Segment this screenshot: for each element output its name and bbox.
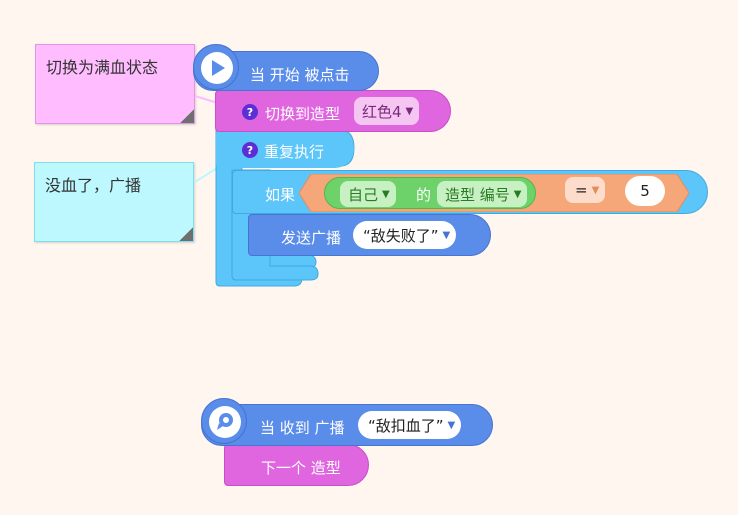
sprite-dropdown[interactable]: 自己 ▼ xyxy=(340,181,396,207)
help-icon[interactable]: ? xyxy=(242,142,258,158)
chevron-down-icon: ▼ xyxy=(513,188,522,200)
receive-message-dropdown[interactable]: “敌扣血了” ▼ xyxy=(358,411,462,439)
play-icon-glyph xyxy=(212,60,225,76)
hat-label: 当 开始 被点击 xyxy=(250,66,350,84)
sprite-dropdown-value: 自己 xyxy=(348,185,379,204)
of-label: 的 xyxy=(416,186,432,204)
chevron-down-icon: ▼ xyxy=(442,229,451,241)
comment-broadcast-note[interactable]: 没血了，广播 xyxy=(34,162,194,242)
switch-costume-block[interactable]: ? 切换到造型 红色4 ▼ xyxy=(215,90,451,132)
repeat-block-top: ? 重复执行 xyxy=(216,130,354,168)
if-block-top[interactable]: 如果 自己 ▼ 的 造型 编号 ▼ = ▼ 5 xyxy=(232,170,708,214)
broadcast-message-value: “敌失败了” xyxy=(363,226,439,245)
costume-dropdown-value: 红色4 xyxy=(362,102,402,121)
comment-text: 没血了，广播 xyxy=(45,176,142,195)
operator-dropdown-value: = xyxy=(575,181,588,199)
broadcast-block[interactable]: 发送广播 “敌失败了” ▼ xyxy=(248,214,491,256)
operator-dropdown[interactable]: = ▼ xyxy=(565,177,606,203)
next-costume-label: 下一个 造型 xyxy=(261,459,341,477)
switch-costume-label: 切换到造型 xyxy=(265,105,341,123)
chevron-down-icon: ▼ xyxy=(447,419,456,431)
receive-broadcast-label: 当 收到 广播 xyxy=(260,419,345,437)
chevron-down-icon: ▼ xyxy=(591,184,600,196)
next-costume-block[interactable]: 下一个 造型 xyxy=(224,444,369,486)
when-receive-broadcast-block[interactable]: 当 收到 广播 “敌扣血了” ▼ xyxy=(201,404,493,446)
property-dropdown-value: 造型 编号 xyxy=(445,185,510,204)
property-dropdown[interactable]: 造型 编号 ▼ xyxy=(437,181,528,207)
number-input[interactable]: 5 xyxy=(625,176,665,206)
comment-resize-handle[interactable] xyxy=(179,227,193,241)
chevron-down-icon: ▼ xyxy=(405,105,414,117)
receive-message-value: “敌扣血了” xyxy=(368,416,444,435)
comment-full-health[interactable]: 切换为满血状态 xyxy=(35,44,195,124)
help-icon[interactable]: ? xyxy=(242,104,258,120)
repeat-label: 重复执行 xyxy=(264,143,325,161)
broadcast-icon-glyph xyxy=(217,413,233,430)
chevron-down-icon: ▼ xyxy=(382,188,390,200)
comment-resize-handle[interactable] xyxy=(180,109,194,123)
comment-text: 切换为满血状态 xyxy=(46,58,159,77)
hat-icon-circle xyxy=(193,44,239,90)
broadcast-icon xyxy=(209,406,241,438)
costume-dropdown[interactable]: 红色4 ▼ xyxy=(354,97,420,125)
play-icon xyxy=(201,52,233,84)
hat-icon-circle xyxy=(201,398,247,444)
broadcast-message-dropdown[interactable]: “敌失败了” ▼ xyxy=(353,221,457,249)
number-input-value: 5 xyxy=(640,182,650,200)
if-label: 如果 xyxy=(265,186,296,204)
sensing-of-block[interactable]: 自己 ▼ 的 造型 编号 ▼ xyxy=(324,177,536,209)
broadcast-label: 发送广播 xyxy=(281,229,342,247)
